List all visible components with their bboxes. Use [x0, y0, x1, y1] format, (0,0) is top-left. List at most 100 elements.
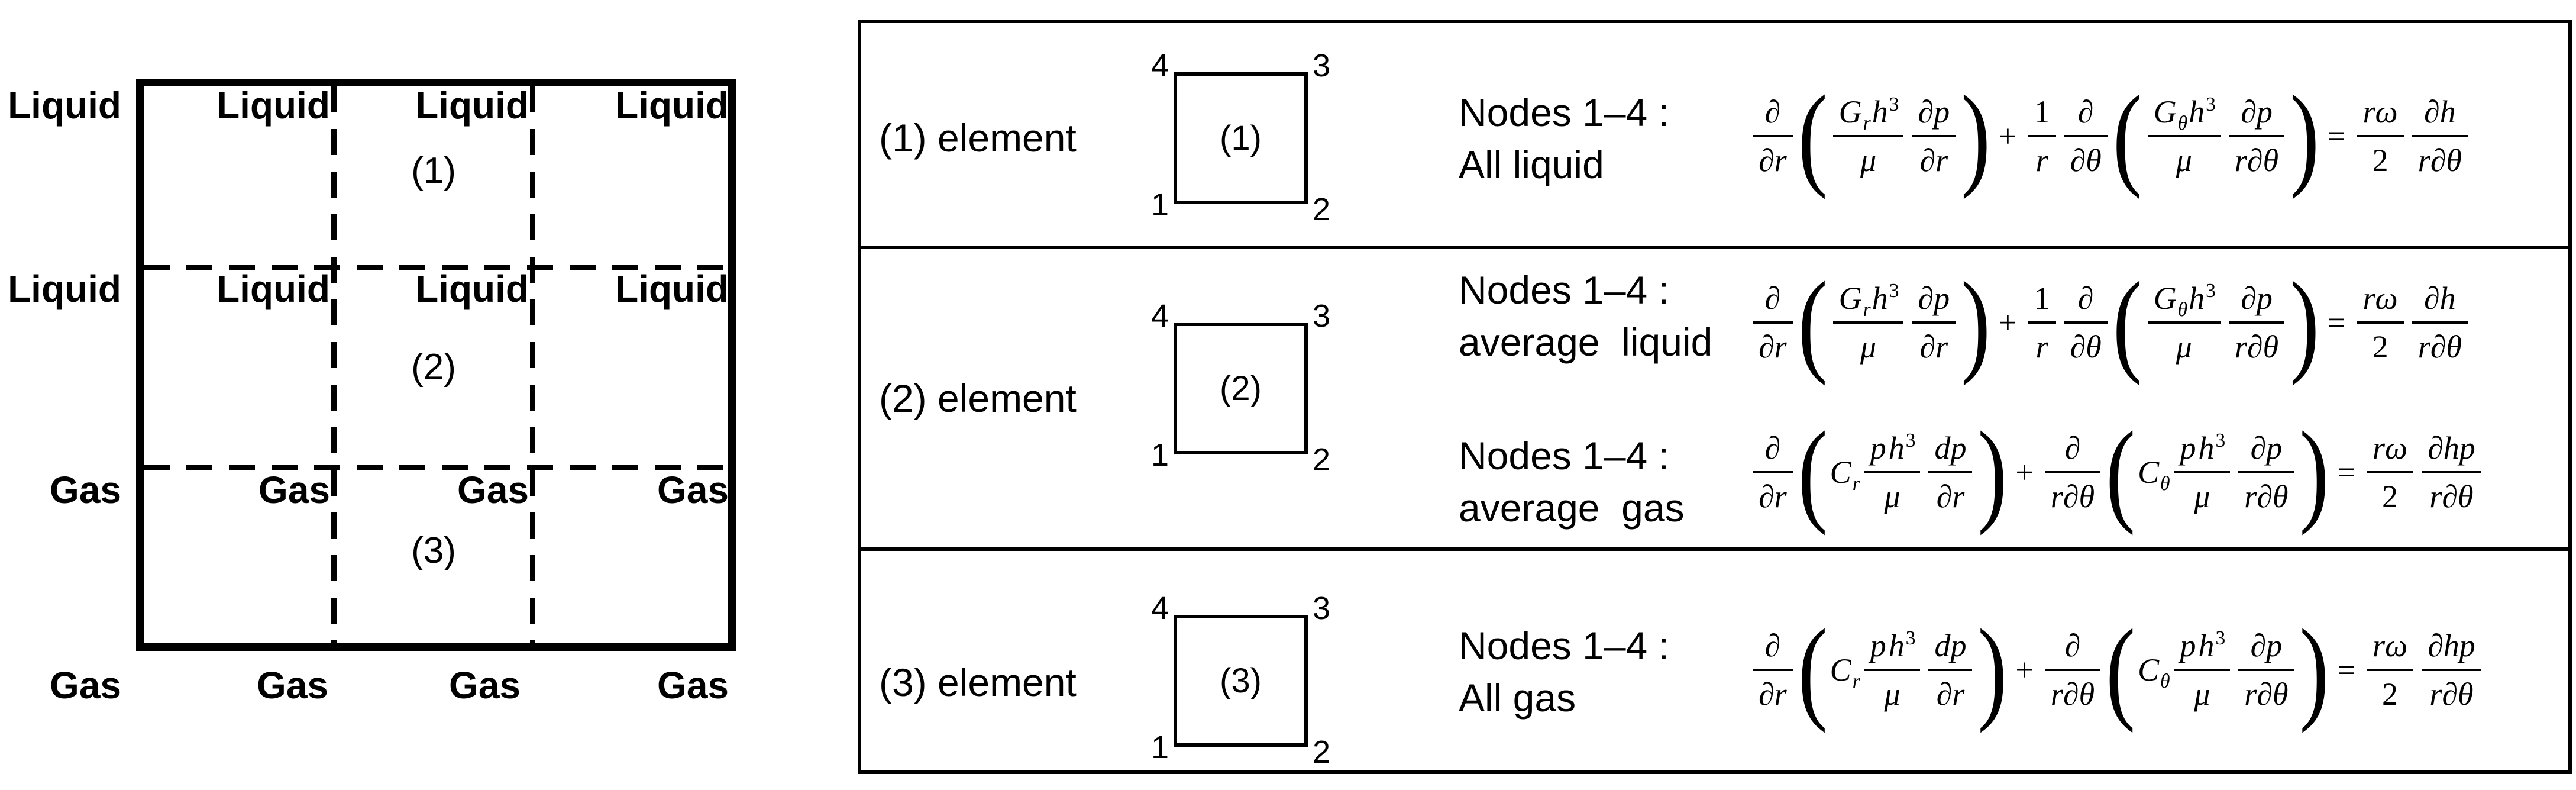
math-var-superscripted: h3	[2197, 430, 2226, 466]
math-var: ∂p	[1918, 280, 1950, 316]
math-paren: )	[2290, 72, 2320, 200]
math-subscript: θ	[2177, 298, 2188, 321]
math-var: r∂θ	[2244, 479, 2289, 514]
grid-label-r1c2: Liquid	[415, 84, 529, 127]
grid-label-r1c1: Liquid	[216, 84, 330, 127]
math-numerator: ∂hp	[2422, 428, 2481, 473]
math-var: μ	[2194, 479, 2210, 514]
math-var: ∂	[2064, 430, 2081, 466]
math-numerator: ∂p	[2238, 626, 2294, 671]
math-var: μ	[2176, 143, 2192, 178]
outer-left-label-1: Liquid	[8, 84, 121, 127]
element-label: (3) element	[879, 660, 1077, 704]
node-2-label: 2	[1313, 734, 1331, 770]
region-label-2: (2)	[411, 347, 456, 388]
math-fraction: ∂hp r∂θ	[2422, 626, 2481, 714]
math-var: ∂p	[2250, 430, 2283, 466]
node-4-label: 4	[1150, 591, 1169, 626]
math-numerator: ∂p	[1912, 279, 1956, 324]
math-operator: +	[2015, 652, 2034, 688]
math-denominator: ∂r	[1753, 137, 1793, 180]
math-numerator: rω	[2357, 92, 2404, 137]
math-base: G	[2153, 94, 2177, 130]
math-denominator: r∂θ	[2045, 671, 2100, 714]
math-operator: +	[1999, 305, 2017, 340]
math-numerator: ∂p	[2228, 279, 2285, 324]
math-denominator: ∂r	[1753, 671, 1793, 714]
math-var: ∂r	[1759, 676, 1787, 712]
math-denominator: r∂θ	[2045, 473, 2100, 516]
math-var: ∂r	[1759, 143, 1787, 178]
math-denominator: r∂θ	[2422, 671, 2481, 714]
math-var: ∂	[1764, 280, 1781, 316]
math-fraction: ∂ r∂θ	[2044, 428, 2101, 516]
math-var: μ	[2176, 329, 2192, 365]
math-denominator: r∂θ	[2412, 137, 2468, 180]
bottom-label-1: Gas	[257, 664, 328, 707]
math-denominator: 2	[2357, 324, 2404, 366]
math-paren: (	[1798, 408, 1828, 536]
math-var: ∂h	[2423, 280, 2456, 316]
math-denominator: ∂r	[1912, 137, 1956, 180]
math-denominator: ∂r	[1928, 473, 1972, 516]
math-var: r∂θ	[2244, 676, 2289, 712]
math-denominator: μ	[2174, 671, 2231, 714]
math-numerator: ∂	[2064, 92, 2108, 137]
math-var: r∂θ	[2417, 329, 2462, 365]
condition-line-1: Nodes 1–4 :	[1459, 91, 1669, 134]
math-var-superscripted: h3	[1871, 93, 1899, 130]
math-var: ∂p	[2250, 628, 2283, 663]
math-var: μ	[1860, 329, 1877, 365]
math-var-subscripted: Cr	[1829, 652, 1860, 692]
math-var-superscripted: h3	[2197, 627, 2226, 664]
math-operator: =	[2337, 454, 2355, 490]
element-tag: (3)	[1220, 662, 1262, 700]
math-var-subscripted: Cr	[1829, 454, 1860, 495]
math-base: h	[1888, 628, 1905, 663]
node-2-label: 2	[1313, 442, 1331, 478]
math-numerator: dp	[1928, 428, 1973, 473]
bottom-label-3: Gas	[657, 664, 729, 707]
math-var: ∂p	[2241, 94, 2273, 130]
node-3-label: 3	[1313, 48, 1331, 83]
math-numerator: ∂	[2064, 279, 2108, 324]
math-var: μ	[2194, 676, 2210, 712]
region-label-1: (1)	[411, 150, 456, 191]
math-denominator: 2	[2367, 473, 2413, 516]
math-numerator: ∂	[2044, 428, 2101, 473]
math-base: G	[1838, 94, 1862, 130]
math-number: 2	[2372, 329, 2388, 365]
math-operator: +	[1999, 118, 2017, 154]
grid-label-r1c3: Liquid	[615, 84, 729, 127]
math-fraction: ∂∂r	[1753, 428, 1793, 516]
node-1-label: 1	[1150, 730, 1169, 765]
condition-line-2: average liquid	[1459, 320, 1713, 364]
math-denominator: ∂r	[1753, 324, 1793, 366]
outer-left-label-3: Gas	[50, 469, 121, 511]
math-base: C	[2138, 454, 2160, 490]
math-var: r∂θ	[2050, 479, 2095, 514]
math-var: r∂θ	[2417, 143, 2462, 178]
element-tag: (2)	[1220, 369, 1262, 408]
math-fraction: dp∂r	[1928, 428, 1973, 516]
math-denominator: μ	[1864, 473, 1921, 516]
math-var-subscripted: Cθ	[2137, 652, 2170, 692]
math-var: ∂p	[1918, 94, 1950, 130]
math-var-superscripted: h3	[1871, 280, 1899, 317]
region-label-3: (3)	[411, 530, 456, 571]
math-fraction: ∂p ∂r	[1912, 92, 1956, 180]
math-base: C	[1830, 454, 1851, 490]
condition-line-2: average gas	[1459, 486, 1685, 530]
math-var: ∂hp	[2428, 628, 2475, 663]
math-superscript: 3	[2206, 93, 2216, 115]
math-var: ∂r	[1919, 329, 1948, 365]
math-operator: =	[2328, 118, 2346, 154]
